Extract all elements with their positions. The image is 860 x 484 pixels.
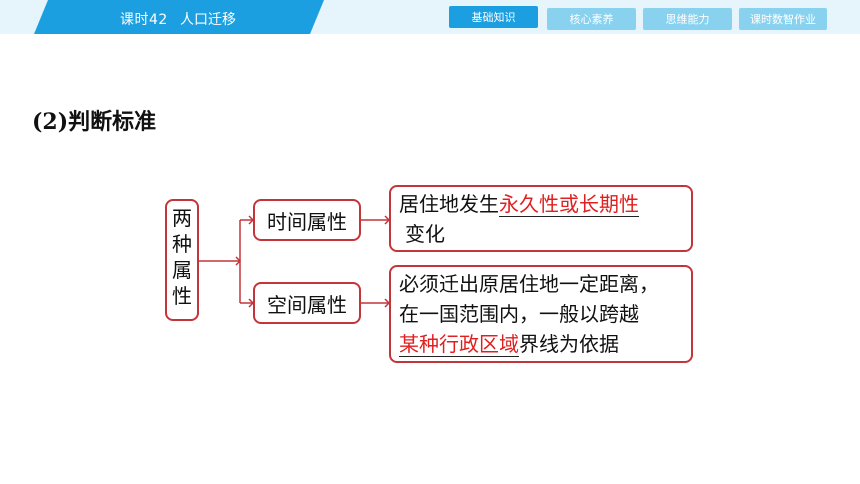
lesson-number: 课时42 [120, 12, 168, 28]
nav-basic-knowledge-button[interactable]: 基础知识 [449, 6, 538, 28]
nav-thinking-ability-button[interactable]: 思维能力 [643, 8, 732, 30]
space-detail-suffix: 界线为依据 [519, 332, 619, 356]
lesson-tab: 课时42 人口迁移 [34, 0, 324, 34]
time-detail-box: 居住地发生永久性或长期性 变化 [389, 185, 693, 252]
section-title: (2)判断标准 [32, 109, 157, 135]
nav-core-literacy-button[interactable]: 核心素养 [547, 8, 636, 30]
nav-homework-button[interactable]: 课时数智作业 [739, 8, 827, 30]
space-attribute-label: 空间属性 [267, 292, 347, 317]
space-attribute-box: 空间属性 [253, 282, 361, 324]
space-detail-line1: 必须迁出原居住地一定距离， [399, 272, 659, 296]
lesson-title: 人口迁移 [180, 12, 236, 28]
time-detail-highlight: 永久性或长期性 [499, 192, 639, 217]
root-label: 两种属性 [172, 206, 192, 308]
time-attribute-box: 时间属性 [253, 199, 361, 241]
header-bar: 课时42 人口迁移 基础知识 核心素养 思维能力 课时数智作业 [0, 0, 860, 34]
time-detail-prefix: 居住地发生 [399, 192, 499, 216]
root-box: 两种属性 [165, 199, 199, 321]
space-detail-box: 必须迁出原居住地一定距离， 在一国范围内，一般以跨越 某种行政区域界线为依据 [389, 265, 693, 363]
space-detail-highlight: 某种行政区域 [399, 332, 519, 357]
time-attribute-label: 时间属性 [267, 209, 347, 234]
time-detail-suffix: 变化 [405, 222, 445, 246]
space-detail-line2: 在一国范围内，一般以跨越 [399, 302, 639, 326]
